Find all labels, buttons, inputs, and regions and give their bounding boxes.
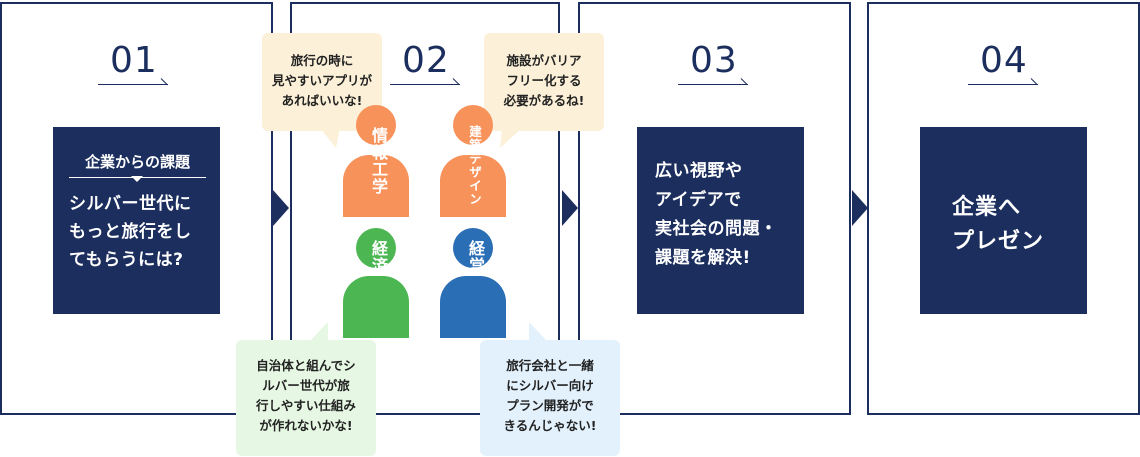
step-1-body: シルバー世代に もっと旅行をし てもらうには? <box>69 190 206 274</box>
bubble-line: ルバー世代が旅 <box>262 378 350 393</box>
speech-bubble: 自治体と組んでシ ルバー世代が旅 行しやすい仕組み が作れないかな! <box>236 340 376 456</box>
person-body <box>440 276 506 338</box>
step-number: 04 <box>980 40 1028 81</box>
person-label: 情報工学 <box>369 127 388 195</box>
step-number-underline <box>390 84 460 85</box>
speech-bubble: 施設がバリア フリー化する 必要があるね! <box>484 33 604 131</box>
bubble-tail <box>310 322 328 341</box>
person-body <box>343 155 409 217</box>
step-1-line: シルバー世代に <box>69 194 192 214</box>
person-head <box>356 228 396 268</box>
step-number-underline <box>968 84 1038 85</box>
step-1-box: 企業からの課題 シルバー世代に もっと旅行をし てもらうには? <box>53 127 220 314</box>
person-label: 建築デザイン <box>467 125 482 206</box>
bubble-line: 見やすいアプリが <box>271 73 372 88</box>
arrow-right-icon <box>562 190 578 226</box>
step-number: 02 <box>402 40 450 81</box>
person-head <box>453 105 493 145</box>
step-3-line: 課題を解決! <box>655 248 751 268</box>
step-3-line: アイデアで <box>655 190 742 210</box>
step-4-box: 企業へ プレゼン <box>920 127 1087 314</box>
bubble-line: あればいいな! <box>281 93 363 108</box>
bubble-tail <box>529 322 547 341</box>
step-4-line: 企業へ <box>952 195 1022 220</box>
bubble-line: 旅行会社と一緒 <box>506 358 594 373</box>
bubble-line: 行しやすい仕組み <box>256 398 356 413</box>
bubble-line: が作れないかな! <box>259 418 353 433</box>
step-3-line: 実社会の問題・ <box>655 219 778 239</box>
person-icon: 情報工学 <box>343 105 409 217</box>
arrow-right-icon <box>273 190 289 226</box>
bubble-tail <box>320 128 340 148</box>
person-icon: 建築デザイン <box>440 105 506 217</box>
step-1-line: もっと旅行をし <box>69 222 192 242</box>
person-label: 経営 <box>466 240 485 274</box>
step-3-line: 広い視野や <box>655 161 743 181</box>
step-number-underline <box>98 84 168 85</box>
person-icon: 経営 <box>440 228 506 338</box>
step-1-heading-underline <box>69 176 206 182</box>
bubble-tail <box>500 128 522 148</box>
bubble-line: きるんじゃない! <box>503 418 597 433</box>
person-body <box>440 155 506 217</box>
speech-bubble: 旅行会社と一緒 にシルバー向け プラン開発がで きるんじゃない! <box>480 340 620 456</box>
person-head <box>356 105 396 145</box>
person-head <box>453 228 493 268</box>
step-3-box: 広い視野や アイデアで 実社会の問題・ 課題を解決! <box>637 127 804 314</box>
bubble-line: 自治体と組んでシ <box>256 358 356 373</box>
step-number: 03 <box>690 40 738 81</box>
step-number: 01 <box>110 40 158 81</box>
person-icon: 経済 <box>343 228 409 338</box>
bubble-line: にシルバー向け <box>506 378 594 393</box>
bubble-line: 必要があるね! <box>503 93 585 108</box>
bubble-line: フリー化する <box>506 73 582 88</box>
person-label: 経済 <box>369 240 388 274</box>
step-4-line: プレゼン <box>952 229 1045 254</box>
step-1-heading: 企業からの課題 <box>84 153 190 171</box>
arrow-right-icon <box>852 190 868 226</box>
chevron-down-icon <box>131 176 143 182</box>
step-number-underline <box>678 84 748 85</box>
step-1-line: てもらうには? <box>69 250 184 270</box>
bubble-line: プラン開発がで <box>506 398 594 413</box>
bubble-line: 旅行の時に <box>290 53 354 68</box>
person-body <box>343 276 409 338</box>
bubble-line: 施設がバリア <box>506 53 582 68</box>
